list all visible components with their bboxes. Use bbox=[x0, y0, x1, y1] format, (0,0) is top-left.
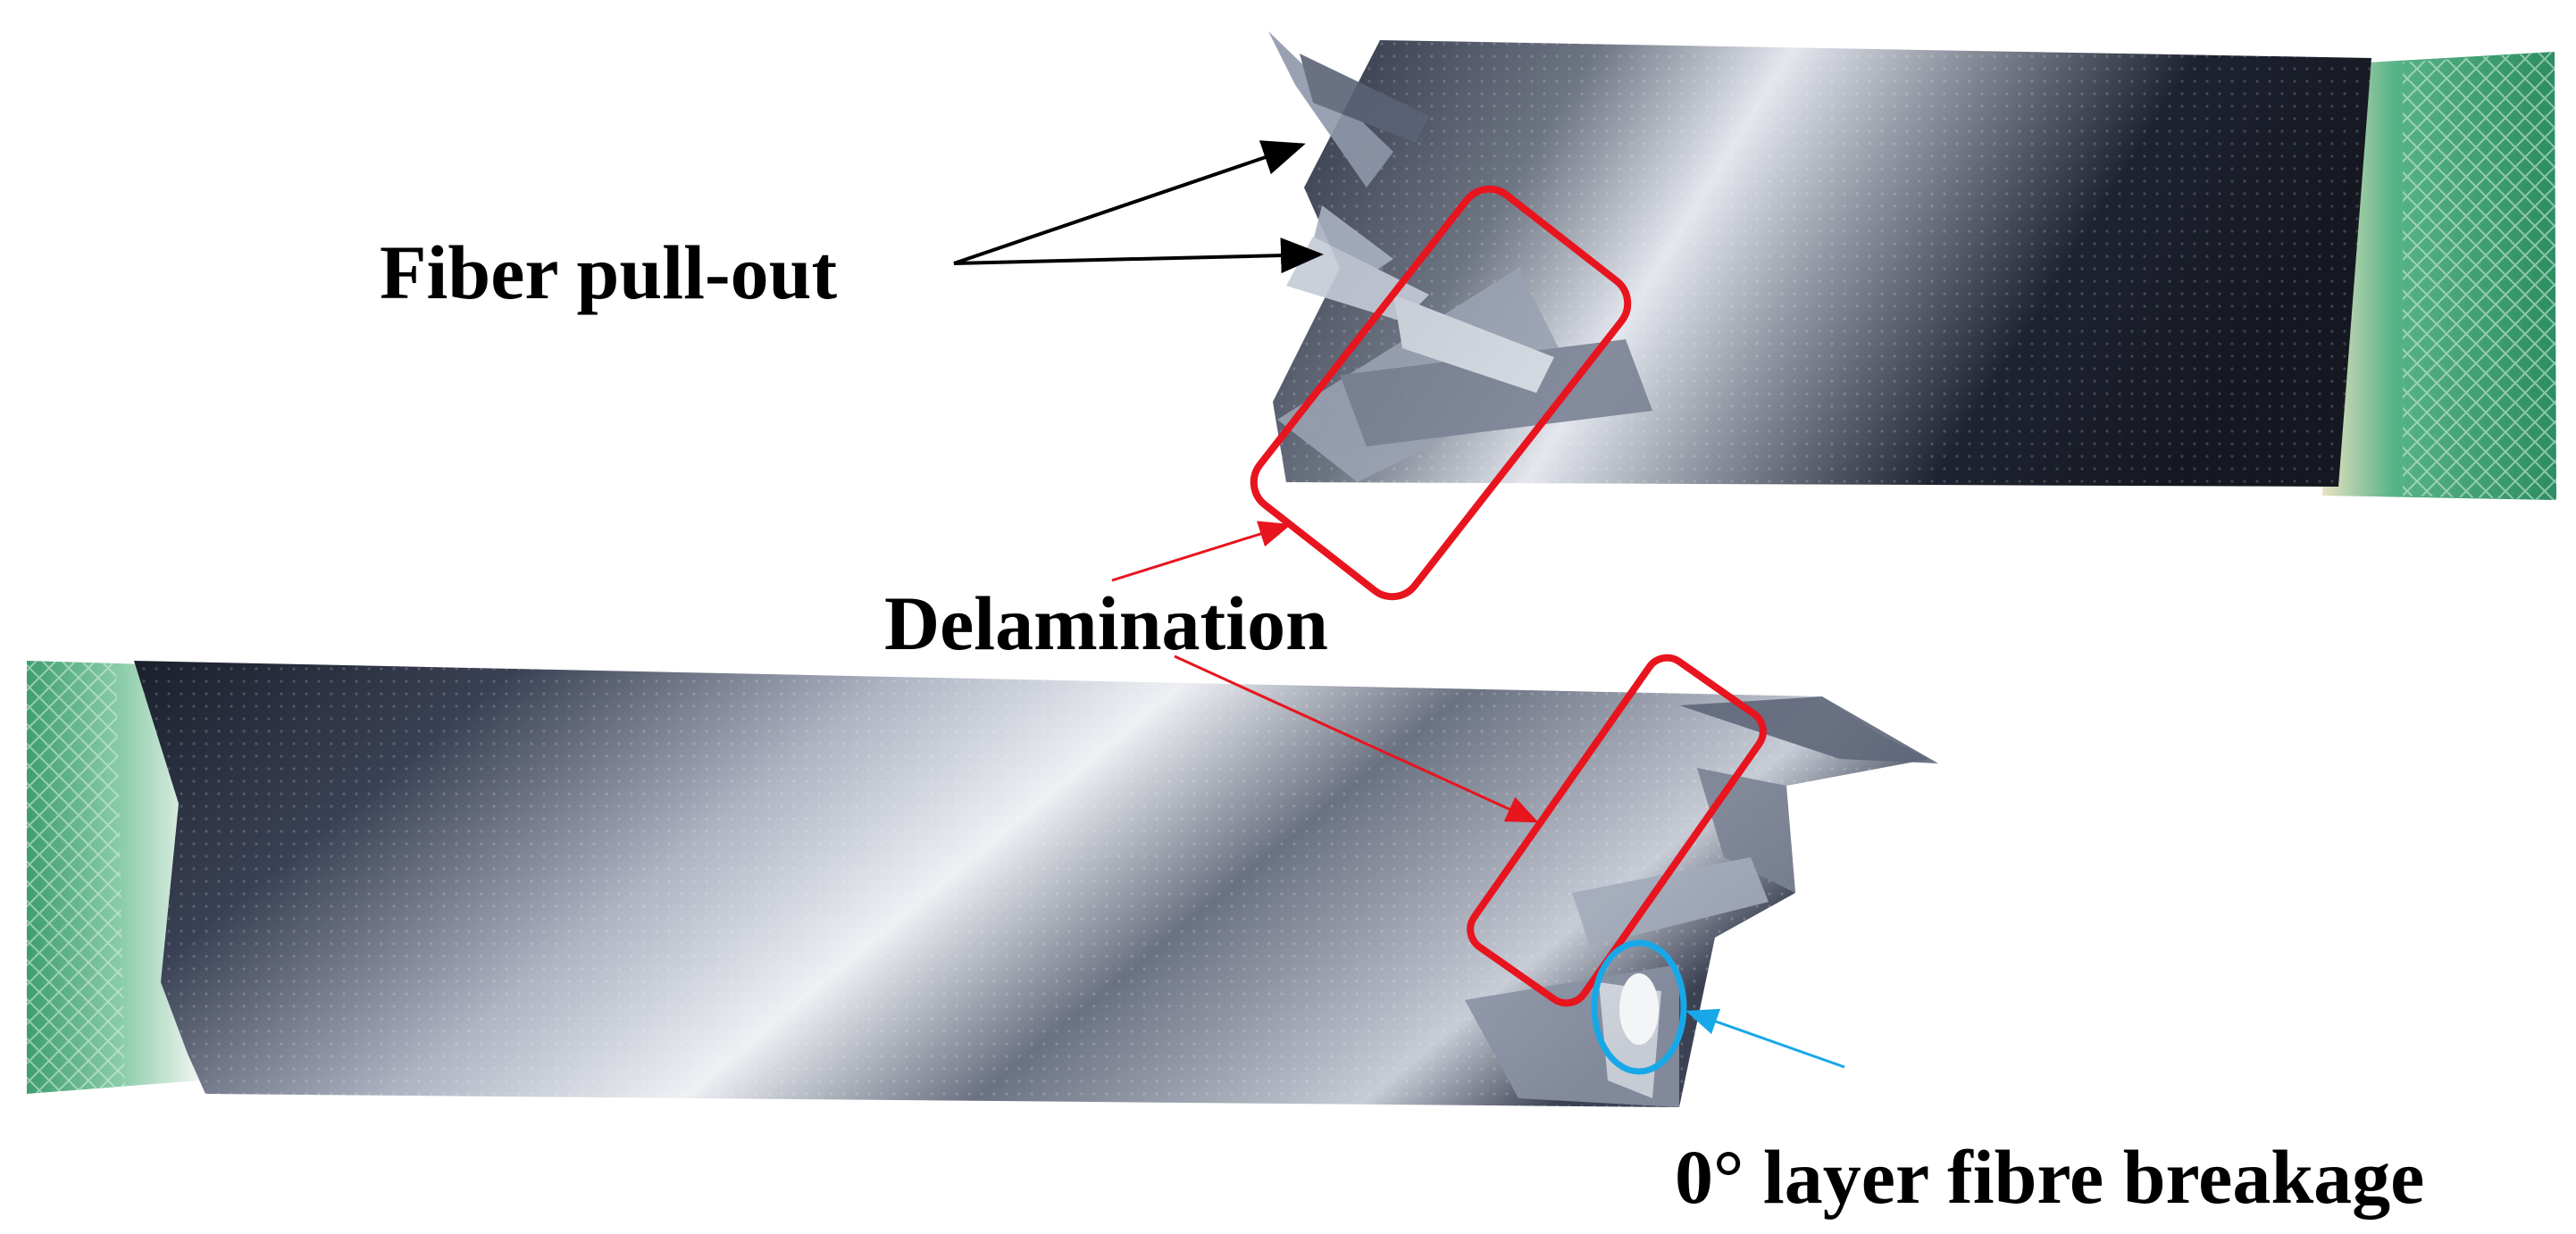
delamination-arrows bbox=[1111, 521, 1539, 823]
fiber-pullout-label: Fiber pull-out bbox=[380, 229, 838, 315]
breakage-arrow bbox=[1685, 1008, 1845, 1069]
delamination-box-bottom bbox=[1467, 654, 1767, 1007]
pullout-arrows bbox=[953, 140, 1324, 274]
delamination-label: Delamination bbox=[884, 580, 1328, 666]
delamination-arrow-bottom bbox=[1174, 655, 1539, 823]
breakage-marker-ellipse bbox=[1591, 939, 1687, 1075]
top-grip-tab bbox=[2322, 52, 2556, 500]
pullout-arrow-lower bbox=[953, 238, 1324, 274]
bottom-grip-tab bbox=[27, 661, 201, 1094]
delamination-arrow-top bbox=[1111, 521, 1292, 582]
delamination-box-top bbox=[1250, 185, 1632, 601]
top-specimen bbox=[1268, 31, 2556, 500]
fibre-breakage-label: 0° layer fibre breakage bbox=[1675, 1134, 2425, 1220]
pullout-arrow-upper bbox=[953, 140, 1306, 265]
fibre-breakage-spot bbox=[1619, 973, 1659, 1045]
bottom-specimen bbox=[27, 661, 1938, 1107]
